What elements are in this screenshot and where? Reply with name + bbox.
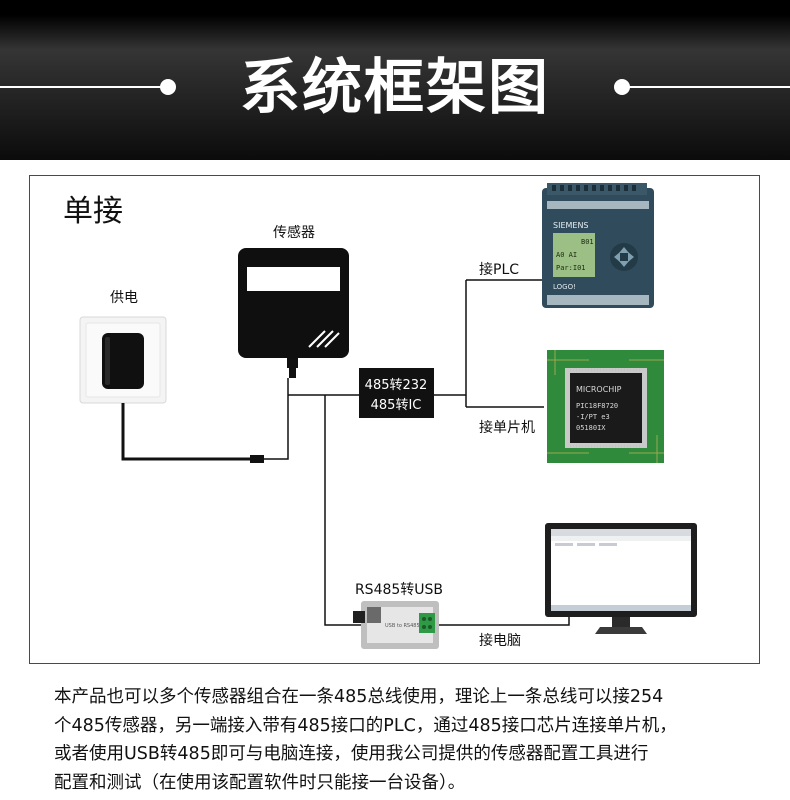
sensor-device bbox=[238, 248, 349, 378]
power-socket bbox=[79, 316, 167, 404]
page-title: 系统框架图 bbox=[240, 53, 550, 123]
converter-label-232: 485转232 bbox=[365, 378, 428, 393]
chip-line1: PIC18F8720 bbox=[576, 402, 618, 410]
description-line-2: 个485传感器，另一端接入带有485接口的PLC，通过485接口芯片连接单片机， bbox=[54, 715, 677, 736]
plc-screen-line3: Par:I01 bbox=[556, 264, 586, 272]
pc-monitor bbox=[545, 523, 697, 634]
diagram-frame bbox=[29, 175, 760, 664]
plc-label: 接PLC bbox=[479, 261, 519, 278]
header-line-left bbox=[0, 86, 168, 88]
plc-brand: SIEMENS bbox=[553, 221, 589, 230]
system-diagram: 单接 供电 传感器 485转232 bbox=[63, 183, 697, 649]
header-dot-left bbox=[160, 79, 176, 95]
sensor-label: 传感器 bbox=[273, 224, 315, 241]
header-line-right bbox=[622, 86, 790, 88]
plc-screen-line1: B01 bbox=[581, 238, 594, 246]
description-line-1: 本产品也可以多个传感器组合在一条485总线使用，理论上一条总线可以接254 bbox=[54, 687, 664, 707]
mode-label: 单接 bbox=[63, 194, 123, 229]
chip-line2: -I/PT e3 bbox=[576, 413, 610, 421]
usb-device-text: USB to RS485 bbox=[385, 623, 420, 629]
power-label: 供电 bbox=[110, 290, 138, 306]
description-line-3: 或者使用USB转485即可与电脑连接，使用我公司提供的传感器配置工具进行 bbox=[54, 744, 649, 764]
description-line-4: 配置和测试（在使用该配置软件时只能接一台设备）。 bbox=[54, 772, 466, 793]
chip-brand: MICROCHIP bbox=[576, 385, 622, 394]
converter-label-ic: 485转IC bbox=[371, 398, 422, 413]
mcu-label: 接单片机 bbox=[479, 419, 535, 436]
chip-line3: 05180IX bbox=[576, 424, 606, 432]
usb-adapter: USB to RS485 bbox=[353, 601, 439, 649]
mcu-board: MICROCHIP PIC18F8720 -I/PT e3 05180IX bbox=[547, 350, 664, 463]
description: 本产品也可以多个传感器组合在一条485总线使用，理论上一条总线可以接254 个4… bbox=[54, 683, 754, 797]
usb-label: RS485转USB bbox=[355, 582, 443, 598]
pc-label: 接电脑 bbox=[479, 632, 521, 649]
converter-box: 485转232 485转IC bbox=[359, 368, 434, 418]
header-banner: 系统框架图 bbox=[0, 0, 790, 160]
plc-screen-line2: A0 AI bbox=[556, 251, 577, 259]
plc-model: LOGO! bbox=[553, 283, 576, 291]
plc-device: SIEMENS B01 A0 AI Par:I01 LOGO! bbox=[542, 183, 654, 308]
